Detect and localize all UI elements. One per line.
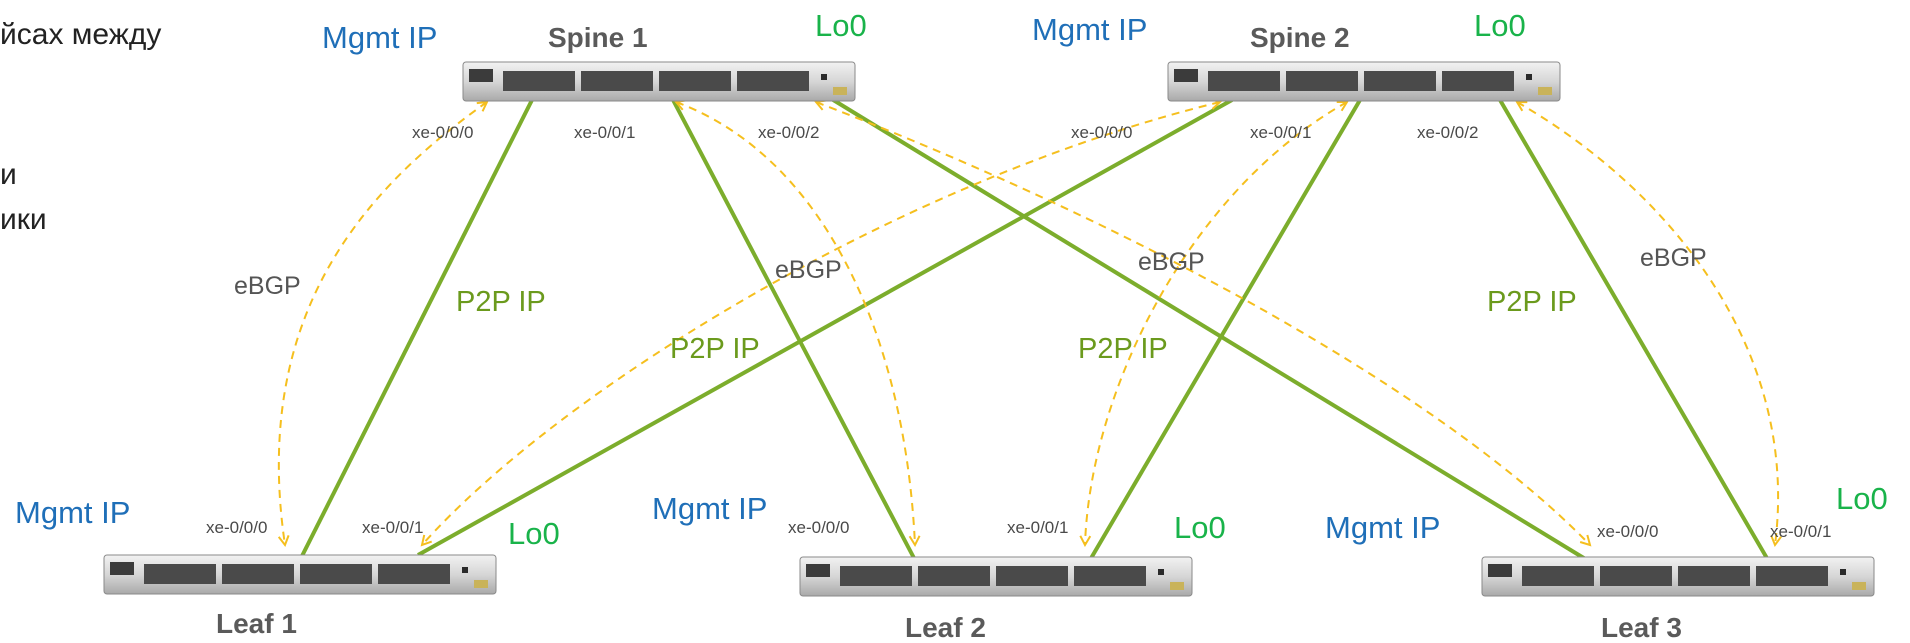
link-spine2-leaf2 bbox=[1088, 98, 1362, 562]
link-spine1-leaf3 bbox=[828, 96, 1589, 562]
switch-device-leaf3[interactable] bbox=[1481, 556, 1875, 597]
p2p-label-spine2-leaf1: P2P IP bbox=[670, 333, 760, 365]
spine2-lo0-label: Lo0 bbox=[1474, 8, 1526, 43]
spine1-port-0: xe-0/0/0 bbox=[412, 123, 474, 142]
switch-device-spine1[interactable] bbox=[462, 61, 856, 102]
side-text-line-2: и bbox=[0, 158, 17, 191]
leaf2-name: Leaf 2 bbox=[905, 612, 986, 643]
spine1-lo0-label: Lo0 bbox=[815, 8, 867, 43]
leaf1-port-1: xe-0/0/1 bbox=[362, 518, 424, 537]
ebgp-spine2-leaf3 bbox=[1517, 102, 1778, 545]
spine2-port-0: xe-0/0/0 bbox=[1071, 123, 1133, 142]
spine2-port-1: xe-0/0/1 bbox=[1250, 123, 1312, 142]
leaf3-port-1: xe-0/0/1 bbox=[1770, 522, 1832, 541]
p2p-links bbox=[298, 96, 1770, 562]
link-spine2-leaf3 bbox=[1498, 98, 1770, 562]
switch-device-leaf1[interactable] bbox=[103, 554, 497, 595]
p2p-label-spine2-leaf3: P2P IP bbox=[1487, 286, 1577, 318]
leaf1-lo0-label: Lo0 bbox=[508, 516, 560, 551]
switch-device-leaf2[interactable] bbox=[799, 556, 1193, 597]
leaf3-port-0: xe-0/0/0 bbox=[1597, 522, 1659, 541]
spine1-mgmt-label: Mgmt IP bbox=[322, 20, 438, 55]
ebgp-spine1-leaf1 bbox=[277, 102, 487, 545]
leaf3-mgmt-label: Mgmt IP bbox=[1325, 510, 1441, 545]
spine2-name: Spine 2 bbox=[1250, 22, 1350, 53]
ebgp-spine2-leaf1 bbox=[422, 102, 1220, 545]
ebgp-label-spine2-leaf3: eBGP bbox=[1640, 244, 1707, 272]
leaf1-port-0: xe-0/0/0 bbox=[206, 518, 268, 537]
ebgp-spine1-leaf2 bbox=[676, 102, 915, 545]
spine2-mgmt-label: Mgmt IP bbox=[1032, 12, 1148, 47]
spine1-name: Spine 1 bbox=[548, 22, 648, 53]
spine1-port-1: xe-0/0/1 bbox=[574, 123, 636, 142]
ebgp-spine2-leaf2 bbox=[1085, 102, 1347, 545]
ebgp-label-spine2-leaf2: eBGP bbox=[1138, 248, 1205, 276]
p2p-label-spine1-leaf1: P2P IP bbox=[456, 286, 546, 318]
leaf2-mgmt-label: Mgmt IP bbox=[652, 491, 768, 526]
link-spine1-leaf1 bbox=[298, 97, 535, 561]
spine1-port-2: xe-0/0/2 bbox=[758, 123, 820, 142]
leaf2-port-0: xe-0/0/0 bbox=[788, 518, 850, 537]
p2p-label-spine2-leaf2: P2P IP bbox=[1078, 333, 1168, 365]
ebgp-sessions bbox=[277, 102, 1778, 545]
ebgp-label-spine1-leaf1: eBGP bbox=[234, 272, 301, 300]
leaf2-port-1: xe-0/0/1 bbox=[1007, 518, 1069, 537]
leaf1-name: Leaf 1 bbox=[216, 608, 297, 639]
leaf3-name: Leaf 3 bbox=[1601, 612, 1682, 643]
switch-device-spine2[interactable] bbox=[1167, 61, 1561, 102]
leaf2-lo0-label: Lo0 bbox=[1174, 510, 1226, 545]
side-text-line-1: йсах между bbox=[0, 18, 162, 51]
leaf1-mgmt-label: Mgmt IP bbox=[15, 495, 131, 530]
spine2-port-2: xe-0/0/2 bbox=[1417, 123, 1479, 142]
link-spine2-leaf1 bbox=[417, 98, 1233, 557]
leaf3-lo0-label: Lo0 bbox=[1836, 481, 1888, 516]
ebgp-label-spine1-leaf2: eBGP bbox=[775, 256, 842, 284]
side-text-line-3: ики bbox=[0, 203, 47, 236]
